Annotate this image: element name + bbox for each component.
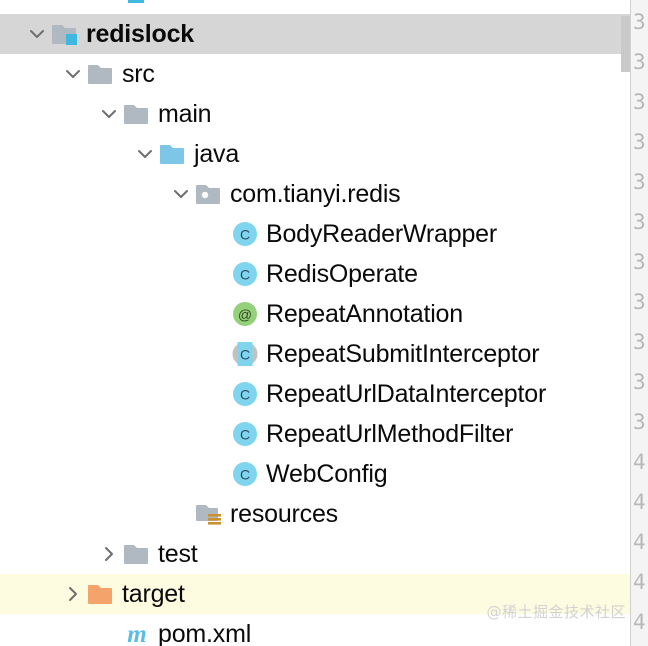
chevron-placeholder — [168, 494, 194, 534]
tree-row-WebConfig[interactable]: C WebConfig — [0, 454, 630, 494]
chevron-right-icon[interactable] — [96, 534, 122, 574]
tree-row-label: RepeatSubmitInterceptor — [266, 340, 540, 368]
chevron-placeholder — [96, 0, 122, 14]
excluded-folder-icon — [86, 574, 116, 614]
chevron-placeholder — [204, 294, 230, 334]
tree-row-src[interactable]: src — [0, 54, 630, 94]
chevron-down-icon[interactable] — [24, 14, 50, 54]
tree-row-clipped-top[interactable] — [0, 0, 630, 14]
chevron-placeholder — [204, 414, 230, 454]
source-root-folder-icon — [158, 134, 188, 174]
tree-row-pom-xml[interactable]: m pom.xml — [0, 614, 630, 646]
chevron-down-icon[interactable] — [60, 54, 86, 94]
chevron-placeholder — [96, 614, 122, 646]
module-folder-icon — [50, 14, 80, 54]
svg-text:C: C — [240, 347, 250, 363]
tree-row-target[interactable]: target — [0, 574, 630, 614]
tree-row-RepeatUrlMethodFilter[interactable]: C RepeatUrlMethodFilter — [0, 414, 630, 454]
tree-row-label: BodyReaderWrapper — [266, 220, 497, 248]
line-number: 4 — [633, 530, 646, 554]
line-number: 3 — [633, 410, 646, 434]
line-number: 3 — [633, 290, 646, 314]
folder-icon — [122, 94, 152, 134]
tree-row-label: RepeatUrlDataInterceptor — [266, 380, 547, 408]
chevron-placeholder — [204, 374, 230, 414]
chevron-right-icon[interactable] — [60, 574, 86, 614]
line-number: 3 — [633, 130, 646, 154]
folder-icon — [86, 54, 116, 94]
tree-row-RedisOperate[interactable]: C RedisOperate — [0, 254, 630, 294]
line-number: 4 — [633, 450, 646, 474]
tree-row-RepeatUrlDataInterceptor[interactable]: C RepeatUrlDataInterceptor — [0, 374, 630, 414]
package-icon — [194, 174, 224, 214]
line-number: 3 — [633, 250, 646, 274]
editor-line-number-gutter: 3 3 3 3 3 3 3 3 3 3 3 4 4 4 4 4 — [631, 0, 648, 646]
tree-row-java[interactable]: java — [0, 134, 630, 174]
java-annotation-icon: @ — [230, 294, 260, 334]
tree-row-main[interactable]: main — [0, 94, 630, 134]
chevron-placeholder — [204, 214, 230, 254]
line-number: 4 — [633, 490, 646, 514]
tree-row-RepeatSubmitInterceptor[interactable]: C RepeatSubmitInterceptor — [0, 334, 630, 374]
java-class-icon: C — [230, 454, 260, 494]
line-number: 3 — [633, 370, 646, 394]
tree-row-label: resources — [230, 500, 338, 528]
chevron-down-icon[interactable] — [168, 174, 194, 214]
gutter-divider — [630, 0, 631, 646]
line-number: 3 — [633, 330, 646, 354]
chevron-placeholder — [204, 454, 230, 494]
line-number: 4 — [633, 570, 646, 594]
line-number: 3 — [633, 210, 646, 234]
tree-row-RepeatAnnotation[interactable]: @ RepeatAnnotation — [0, 294, 630, 334]
svg-text:m: m — [127, 621, 146, 646]
chevron-placeholder — [204, 334, 230, 374]
svg-text:C: C — [240, 387, 250, 403]
tree-row-label: com.tianyi.redis — [230, 180, 401, 208]
svg-text:C: C — [240, 267, 250, 283]
line-number: 4 — [633, 610, 646, 634]
line-number: 3 — [633, 10, 646, 34]
svg-text:C: C — [240, 427, 250, 443]
tree-row-label: src — [122, 60, 155, 88]
tree-row-test[interactable]: test — [0, 534, 630, 574]
folder-icon — [122, 534, 152, 574]
java-class-icon: C — [230, 214, 260, 254]
resources-root-folder-icon — [194, 494, 224, 534]
java-class-icon: C — [230, 414, 260, 454]
line-number: 3 — [633, 170, 646, 194]
java-class-open-file-icon: C — [230, 334, 260, 374]
tree-row-label: test — [158, 540, 198, 568]
svg-text:C: C — [240, 467, 250, 483]
tree-row-redislock[interactable]: redislock — [0, 14, 630, 54]
svg-text:@: @ — [238, 307, 252, 323]
tree-row-label: target — [122, 580, 185, 608]
chevron-placeholder — [204, 254, 230, 294]
tree-row-label: pom.xml — [158, 620, 252, 646]
maven-pom-icon: m — [122, 614, 152, 646]
chevron-down-icon[interactable] — [96, 94, 122, 134]
java-class-icon: C — [230, 374, 260, 414]
tree-row-label: RepeatUrlMethodFilter — [266, 420, 514, 448]
chevron-down-icon[interactable] — [132, 134, 158, 174]
tree-row-label: main — [158, 100, 212, 128]
java-class-icon: C — [230, 254, 260, 294]
tree-vertical-scrollbar[interactable] — [621, 16, 630, 72]
tree-row-label: java — [194, 140, 240, 168]
tree-row-label: WebConfig — [266, 460, 388, 488]
line-number: 3 — [633, 90, 646, 114]
tree-row-resources[interactable]: resources — [0, 494, 630, 534]
tree-row-label: RedisOperate — [266, 260, 418, 288]
svg-text:C: C — [240, 227, 250, 243]
tree-row-com-tianyi-redis[interactable]: com.tianyi.redis — [0, 174, 630, 214]
clipped-blue-icon — [122, 0, 152, 14]
tree-row-label: RepeatAnnotation — [266, 300, 463, 328]
tree-row-BodyReaderWrapper[interactable]: C BodyReaderWrapper — [0, 214, 630, 254]
line-number: 3 — [633, 50, 646, 74]
tree-row-label: redislock — [86, 20, 194, 48]
